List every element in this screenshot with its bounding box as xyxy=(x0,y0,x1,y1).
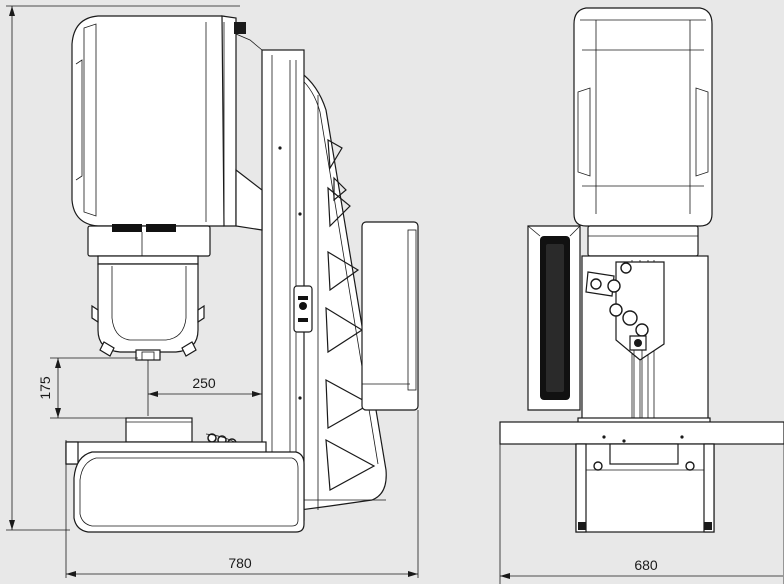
right-door xyxy=(527,225,581,411)
anvil xyxy=(125,417,193,443)
base xyxy=(65,441,386,533)
dim-250-label: 250 xyxy=(192,375,216,391)
dim-780-label: 780 xyxy=(228,555,252,571)
head-housing xyxy=(71,15,263,231)
right-view: 680 xyxy=(499,7,784,584)
dimension-175: 175 xyxy=(37,357,138,419)
dim-175-label: 175 xyxy=(37,376,53,400)
right-table xyxy=(499,417,784,445)
right-objectives xyxy=(585,261,665,418)
dim-680-label: 680 xyxy=(634,557,658,573)
rear-box xyxy=(361,221,419,411)
right-base xyxy=(575,443,715,533)
dimension-680: 680 xyxy=(499,444,784,584)
dimension-780: 780 xyxy=(65,410,419,578)
frame-column xyxy=(261,49,387,521)
dimension-250: 250 xyxy=(148,375,262,397)
right-turret xyxy=(587,225,699,257)
right-head xyxy=(573,7,713,227)
front-view: 175 250 xyxy=(6,5,419,578)
height-dimension xyxy=(6,5,240,531)
turret xyxy=(87,224,211,361)
